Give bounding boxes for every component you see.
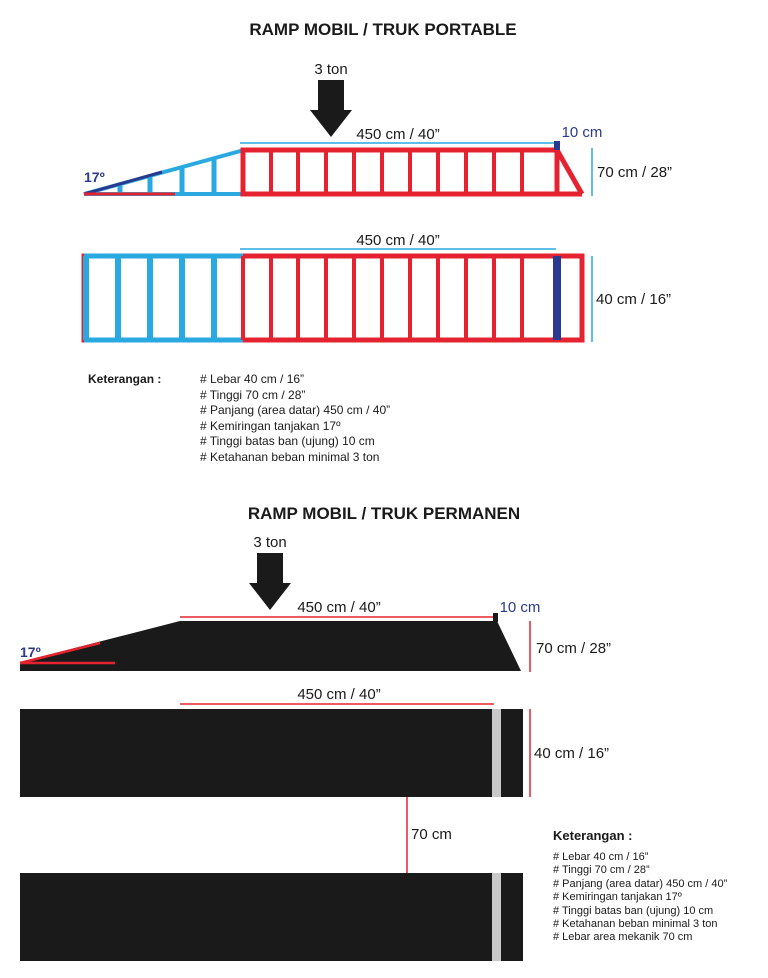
portable-notes-list: # Lebar 40 cm / 16” # Tinggi 70 cm / 28”… <box>200 372 460 465</box>
list-item: # Tinggi 70 cm / 28” <box>553 864 650 877</box>
portable-load-arrow-icon <box>310 80 352 137</box>
portable-top-length-label: 450 cm / 40” <box>356 232 439 249</box>
permanent-angle-label: 17º <box>20 644 41 660</box>
permanent-side-length-label: 450 cm / 40” <box>297 599 380 616</box>
list-item: # Tinggi batas ban (ujung) 10 cm <box>553 904 714 917</box>
permanent-top-view-upper <box>20 709 523 797</box>
portable-notes-title: Keterangan : <box>88 372 162 386</box>
list-item: # Tinggi batas ban (ujung) 10 cm <box>200 434 375 448</box>
list-item: # Ketahanan beban minimal 3 ton <box>200 449 380 464</box>
list-item: # Lebar 40 cm / 16” <box>553 851 649 863</box>
list-item: # Panjang (area datar) 450 cm / 40” <box>200 403 391 417</box>
portable-curb-height-label: 10 cm <box>562 124 603 141</box>
permanent-top-length-label: 450 cm / 40” <box>297 686 380 703</box>
permanent-notes: Keterangan : # Lebar 40 cm / 16” # Tingg… <box>553 828 727 945</box>
permanent-top-view-lower <box>20 873 523 961</box>
list-item: # Ketahanan beban minimal 3 ton <box>553 918 718 931</box>
portable-side-length-label: 450 cm / 40” <box>356 126 439 143</box>
portable-height-label: 70 cm / 28” <box>597 164 672 181</box>
permanent-title: RAMP MOBIL / TRUK PERMANEN <box>248 504 520 523</box>
portable-load-label: 3 ton <box>314 61 347 78</box>
permanent-mechanic-width-label: 70 cm <box>411 826 452 843</box>
list-item: # Kemiringan tanjakan 17º <box>553 891 682 904</box>
portable-title: RAMP MOBIL / TRUK PORTABLE <box>249 20 516 39</box>
permanent-load-label: 3 ton <box>253 534 286 551</box>
permanent-load-arrow-icon <box>249 553 291 610</box>
portable-angle-label: 17º <box>84 169 105 185</box>
portable-side-view <box>83 141 585 197</box>
portable-top-view <box>81 253 585 343</box>
list-item: # Kemiringan tanjakan 17º <box>200 418 341 433</box>
permanent-curb-height-label: 10 cm <box>500 599 541 616</box>
list-item: # Panjang (area datar) 450 cm / 40” <box>553 877 728 890</box>
permanent-width-label: 40 cm / 16” <box>534 745 609 762</box>
permanent-notes-title: Keterangan : <box>553 828 633 843</box>
permanent-notes-list: # Lebar 40 cm / 16” # Tinggi 70 cm / 28”… <box>553 851 727 945</box>
permanent-height-label: 70 cm / 28” <box>536 640 611 657</box>
list-item: # Lebar area mekanik 70 cm <box>553 931 693 944</box>
permanent-side-view <box>19 613 521 671</box>
list-item: # Tinggi 70 cm / 28” <box>200 387 306 402</box>
list-item: # Lebar 40 cm / 16” <box>200 372 305 386</box>
portable-width-label: 40 cm / 16” <box>596 291 671 308</box>
